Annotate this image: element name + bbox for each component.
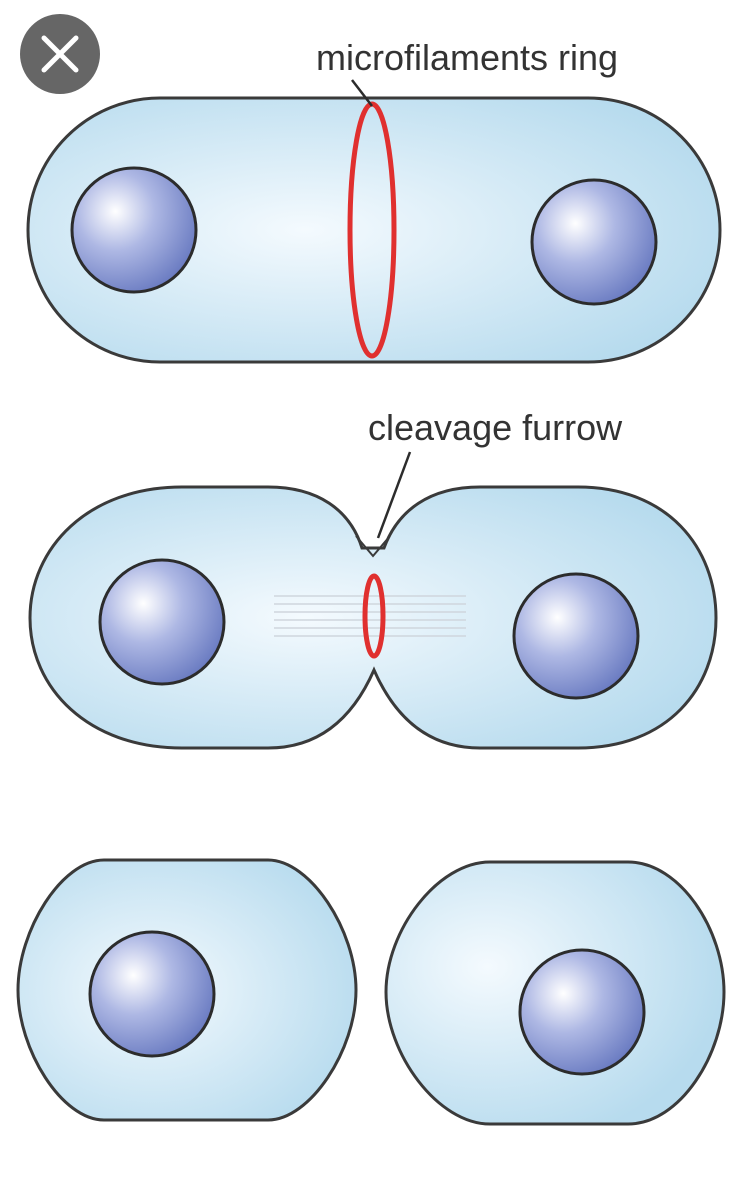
nucleus-right <box>530 178 658 306</box>
contracting-ring <box>362 573 386 659</box>
microfilaments-ring-label: microfilaments ring <box>316 37 618 78</box>
nucleus <box>518 948 646 1076</box>
nucleus-left <box>70 166 198 294</box>
stage-3-daughter-left <box>16 858 358 1122</box>
cleavage-furrow-label-group: cleavage furrow <box>368 407 623 539</box>
nucleus-right <box>512 572 640 700</box>
cleavage-furrow-label: cleavage furrow <box>368 407 623 448</box>
furrow-notch <box>355 535 391 558</box>
close-button[interactable] <box>20 14 100 94</box>
nucleus <box>88 930 216 1058</box>
label-leader-line <box>376 451 412 539</box>
label-leader-line <box>351 79 373 107</box>
stage-1-cell <box>26 96 722 364</box>
stage-3-daughter-right <box>384 860 726 1126</box>
cell-membrane <box>26 96 722 364</box>
close-icon <box>41 35 79 73</box>
spindle-fibers <box>274 595 466 637</box>
nucleus-left <box>98 558 226 686</box>
microfilaments-ring-label-group: microfilaments ring <box>316 37 618 107</box>
stage-2-cell <box>28 485 718 750</box>
